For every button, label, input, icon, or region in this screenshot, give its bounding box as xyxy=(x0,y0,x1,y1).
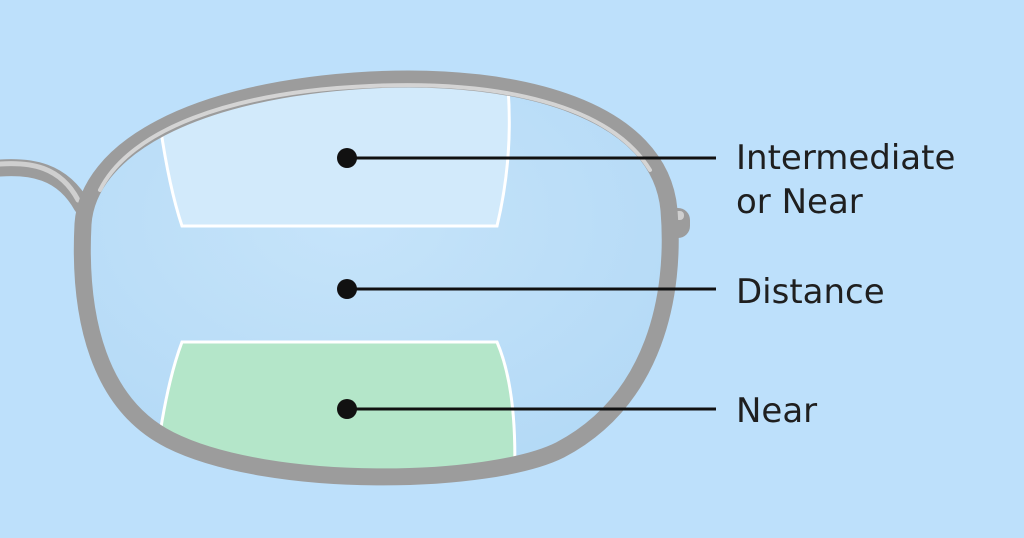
lower-segment xyxy=(148,340,517,477)
label-distance: Distance xyxy=(736,272,885,312)
pointer-dot-near xyxy=(337,399,357,419)
upper-segment xyxy=(148,78,511,228)
frame-rim-highlight xyxy=(98,83,652,192)
temple-arm-highlight xyxy=(0,161,81,203)
label-intermediate-line1: Intermediate xyxy=(736,138,956,178)
pointer-dot-intermediate xyxy=(337,148,357,168)
label-intermediate-or-near: Intermediate or Near xyxy=(736,136,955,224)
pointer-dot-distance xyxy=(337,279,357,299)
label-near: Near xyxy=(736,391,818,431)
label-intermediate-line2: or Near xyxy=(736,182,863,222)
frame-rim xyxy=(73,70,679,486)
